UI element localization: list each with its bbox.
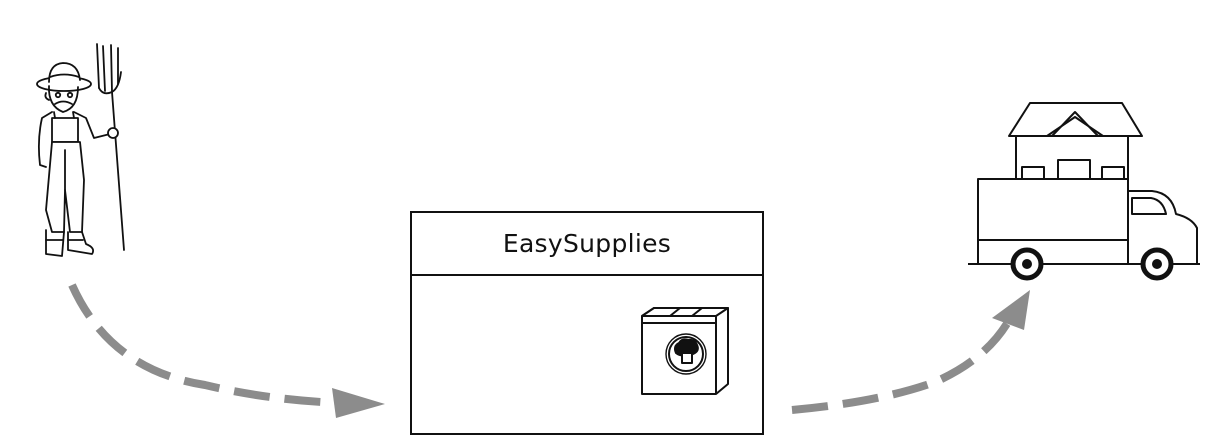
arrow-head-right [332, 388, 385, 418]
pitchfork-icon [96, 43, 125, 251]
company-box: EasySupplies [410, 211, 764, 435]
arrow-producer-to-company [68, 283, 341, 407]
arrow-head-up-right [992, 290, 1030, 330]
arrow-company-to-destination [791, 319, 1012, 414]
company-box-header: EasySupplies [412, 213, 762, 276]
broccoli-package-icon [641, 307, 729, 395]
company-name: EasySupplies [502, 229, 672, 258]
